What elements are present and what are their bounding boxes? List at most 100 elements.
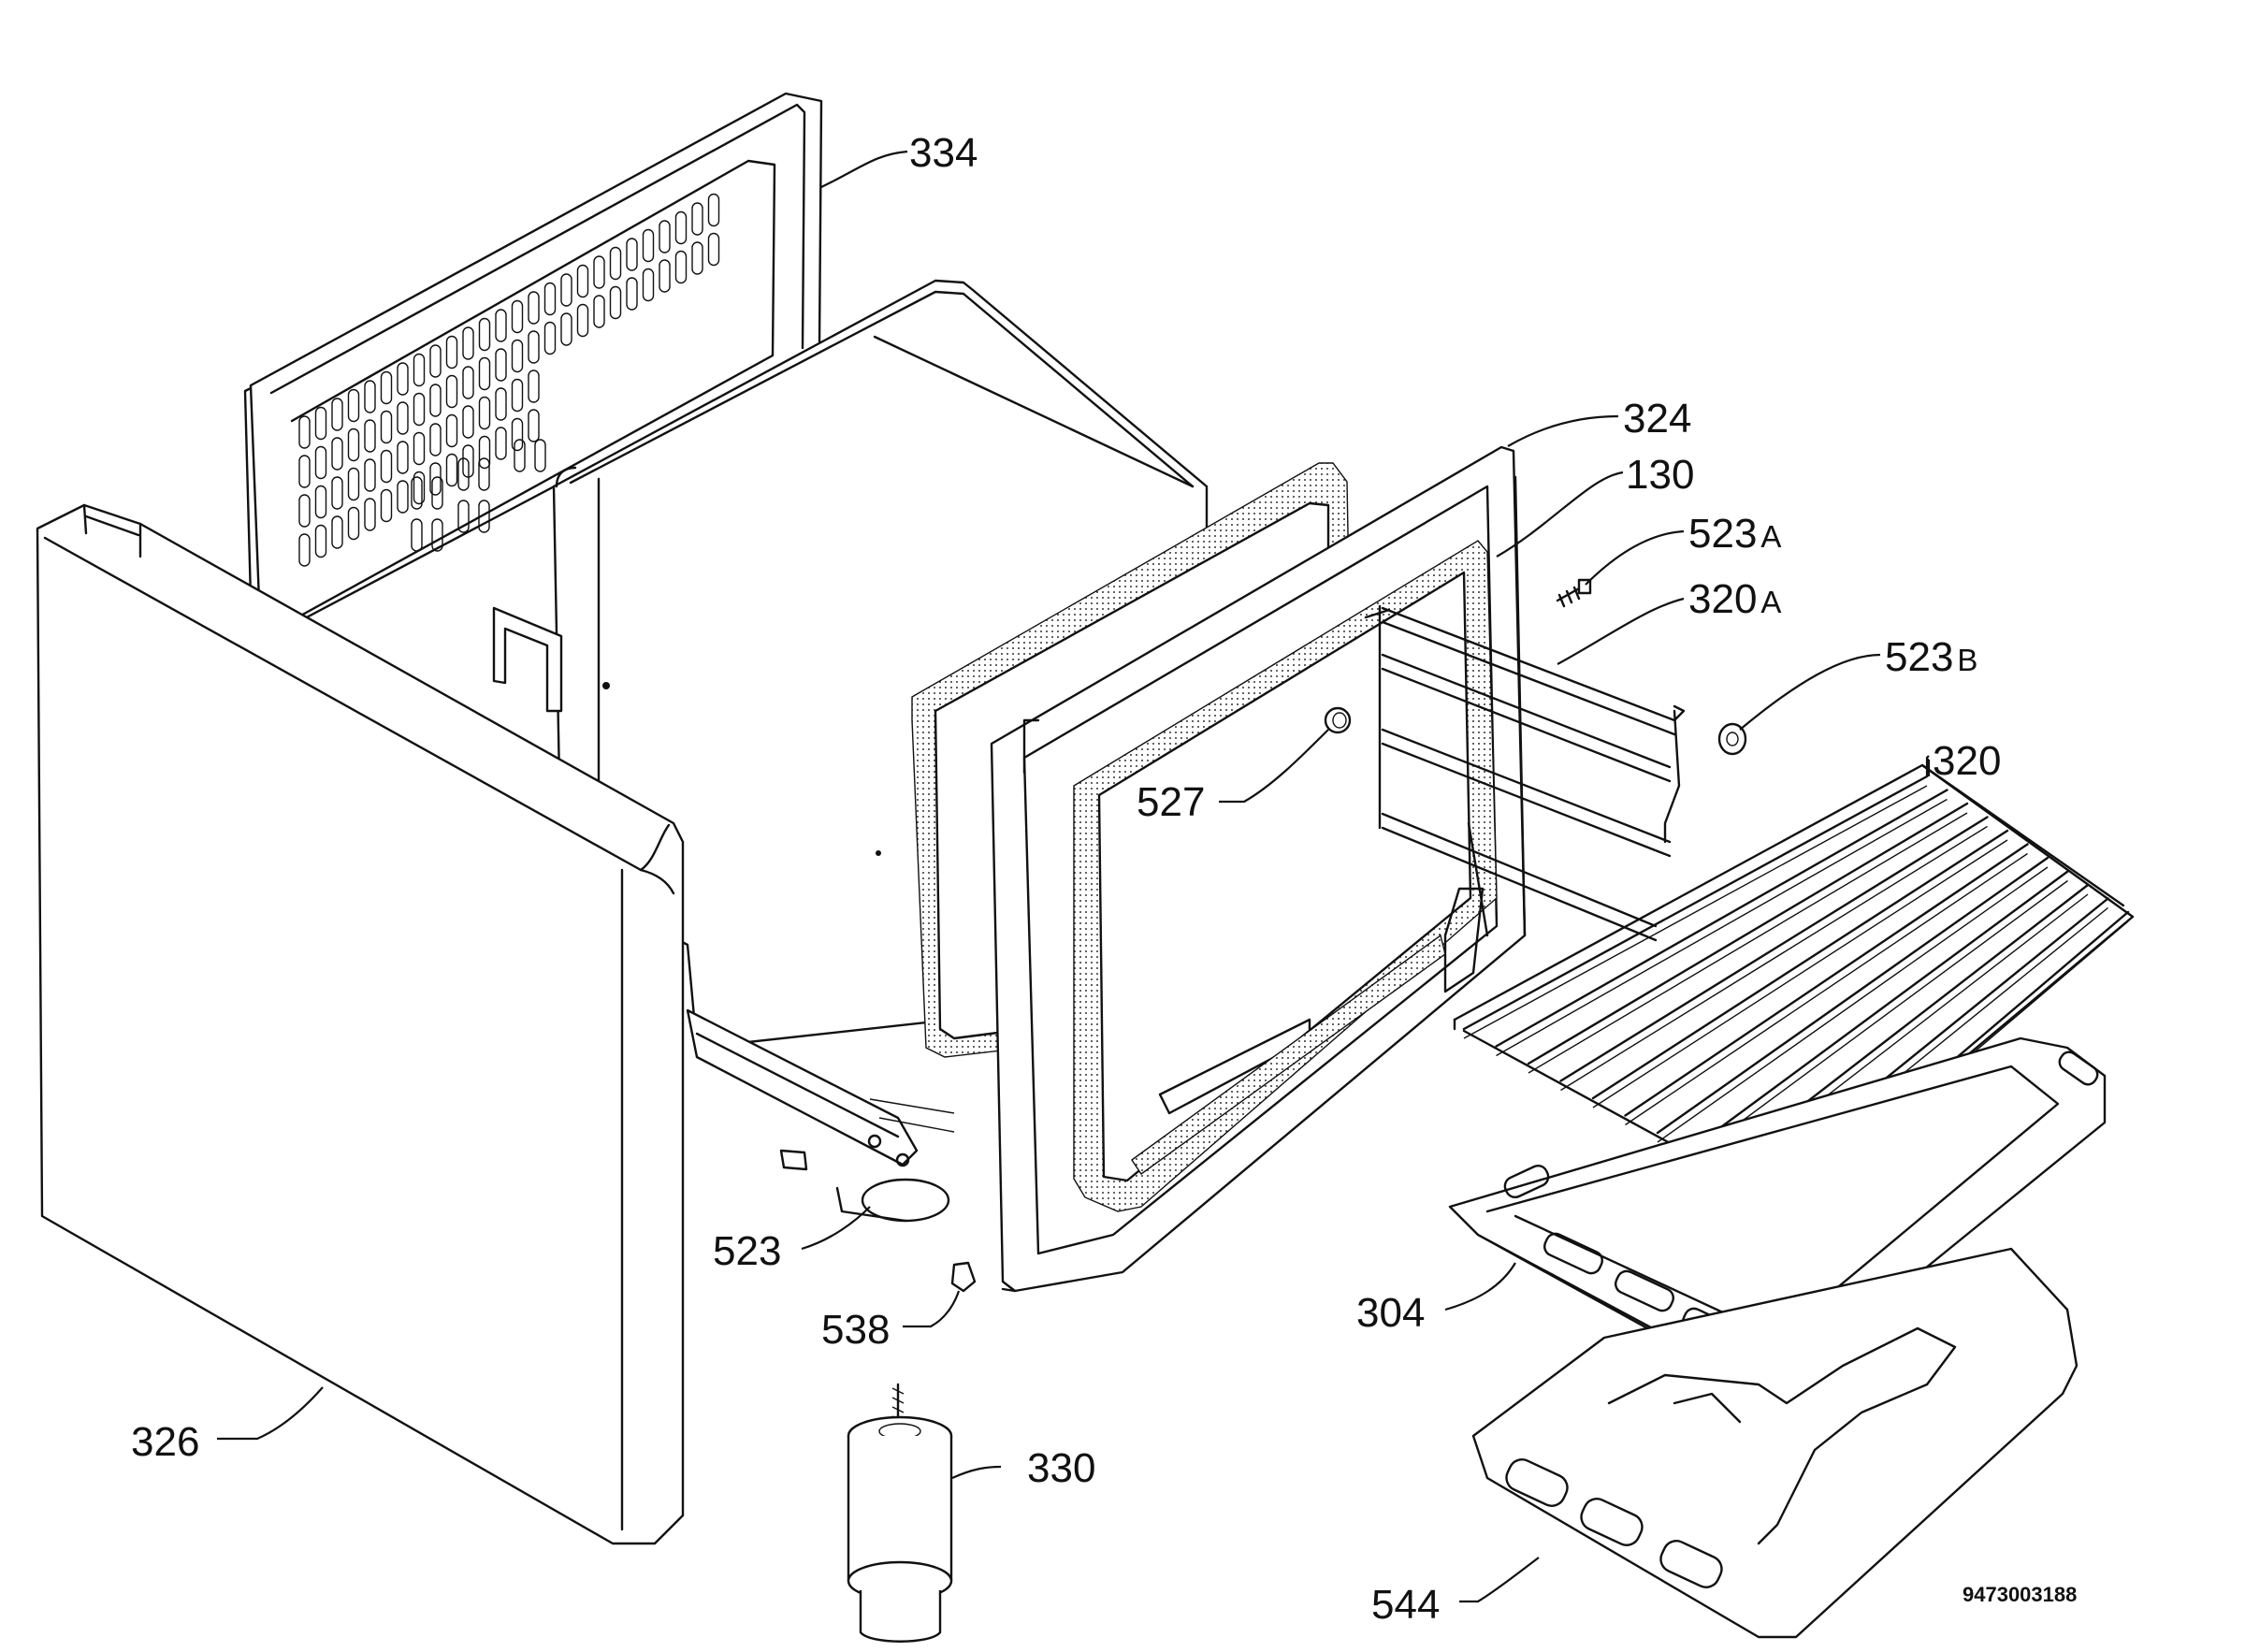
vent-slot bbox=[511, 378, 524, 413]
shelf-rod bbox=[1527, 802, 1969, 1065]
vent-slot bbox=[511, 417, 524, 452]
label-326: 326 bbox=[131, 1419, 199, 1465]
vent-slot bbox=[397, 441, 409, 474]
vent-slot bbox=[314, 445, 327, 480]
vent-slot bbox=[347, 506, 360, 541]
shelf-rod-shadow bbox=[1592, 839, 2008, 1109]
label-523: 523 bbox=[713, 1228, 781, 1274]
vent-slot bbox=[576, 264, 589, 298]
vent-slot bbox=[543, 282, 557, 316]
shelf-rod bbox=[1624, 843, 2029, 1117]
vent-slot bbox=[642, 268, 655, 302]
vent-slot bbox=[528, 409, 540, 442]
vent-slot bbox=[445, 413, 458, 448]
vent-slot bbox=[691, 202, 703, 236]
vent-slot bbox=[478, 500, 490, 533]
shelf-rod bbox=[1688, 870, 2069, 1152]
vent-slot bbox=[642, 228, 655, 263]
vent-slot bbox=[462, 366, 474, 399]
vent-slot bbox=[411, 518, 423, 552]
vent-slot bbox=[659, 220, 671, 254]
vent-slot bbox=[576, 303, 589, 338]
vent-slot bbox=[514, 439, 526, 472]
shelf-rod-shadow bbox=[1657, 866, 2049, 1143]
shelf-rod bbox=[1559, 816, 1989, 1082]
shelf-rod bbox=[1591, 829, 2009, 1100]
vent-slot bbox=[674, 210, 688, 245]
clip-part-538 bbox=[950, 1261, 977, 1293]
vent-slot bbox=[347, 467, 360, 501]
vent-slot bbox=[462, 405, 474, 439]
leader-lines bbox=[217, 150, 1930, 1603]
vent-slot bbox=[495, 427, 507, 460]
label-334: 334 bbox=[909, 130, 978, 176]
vent-slot bbox=[411, 476, 423, 510]
vent-slot bbox=[331, 437, 343, 471]
vent-slot bbox=[593, 295, 605, 328]
vent-slot bbox=[331, 398, 343, 431]
lamp-part-527 bbox=[1324, 706, 1352, 734]
vent-slot bbox=[511, 299, 524, 334]
vent-slot bbox=[478, 317, 491, 352]
label-324: 324 bbox=[1623, 396, 1691, 442]
vent-slot bbox=[298, 455, 311, 488]
vent-slot bbox=[314, 524, 327, 558]
vent-slot bbox=[707, 193, 720, 227]
vent-slot bbox=[534, 439, 546, 472]
vent-slot bbox=[364, 380, 376, 413]
vent-slot bbox=[609, 246, 622, 281]
vent-slot bbox=[457, 500, 470, 533]
vent-slot bbox=[445, 335, 458, 370]
vent-slot bbox=[364, 419, 376, 453]
vent-slot bbox=[431, 476, 443, 510]
vent-slot bbox=[429, 423, 442, 456]
label-320: 320 bbox=[1933, 738, 2001, 784]
vent-slot bbox=[347, 427, 360, 462]
vent-slot bbox=[380, 449, 393, 484]
vent-slot bbox=[380, 410, 393, 444]
vent-slot bbox=[445, 374, 458, 409]
vent-slot bbox=[429, 384, 442, 417]
vent-slot bbox=[543, 321, 557, 355]
vent-slot bbox=[478, 457, 490, 491]
shelf-rod-shadow bbox=[1496, 798, 1948, 1057]
vent-slot bbox=[457, 457, 470, 491]
label-544: 544 bbox=[1371, 1582, 1440, 1628]
vent-slot bbox=[528, 370, 540, 403]
vent-slot bbox=[413, 431, 426, 466]
vent-slot bbox=[364, 498, 376, 531]
vent-slot bbox=[413, 353, 426, 387]
vent-slot bbox=[298, 533, 311, 567]
vent-slot bbox=[478, 356, 491, 391]
vent-slot bbox=[298, 494, 311, 528]
side-panel-part-326 bbox=[36, 503, 685, 1545]
vent-slot bbox=[495, 348, 507, 382]
drawing-code: 9473003188 bbox=[1963, 1583, 2077, 1606]
bottom-plate-part-544 bbox=[1471, 1247, 2078, 1639]
vent-slot bbox=[462, 326, 474, 360]
vent-slot bbox=[626, 277, 638, 311]
vent-slot bbox=[314, 406, 327, 441]
label-304: 304 bbox=[1356, 1290, 1425, 1336]
shelf-rod-shadow bbox=[1463, 785, 1928, 1039]
vent-slot bbox=[314, 485, 327, 519]
label-527: 527 bbox=[1137, 779, 1205, 825]
vent-slot bbox=[560, 273, 572, 307]
vent-slot bbox=[347, 388, 360, 423]
vent-slot bbox=[528, 330, 540, 364]
vent-slot bbox=[691, 241, 703, 275]
shelf-rod-shadow bbox=[1528, 812, 1968, 1074]
nut-part-523b bbox=[1717, 722, 1747, 756]
label-538: 538 bbox=[821, 1307, 890, 1353]
foot-part-330 bbox=[847, 1383, 953, 1643]
vent-slot bbox=[413, 392, 426, 427]
vent-slot bbox=[674, 250, 688, 284]
vent-slot bbox=[511, 339, 524, 373]
vent-slot bbox=[528, 291, 540, 325]
vent-slot bbox=[707, 232, 720, 267]
vent-slot bbox=[495, 309, 507, 342]
